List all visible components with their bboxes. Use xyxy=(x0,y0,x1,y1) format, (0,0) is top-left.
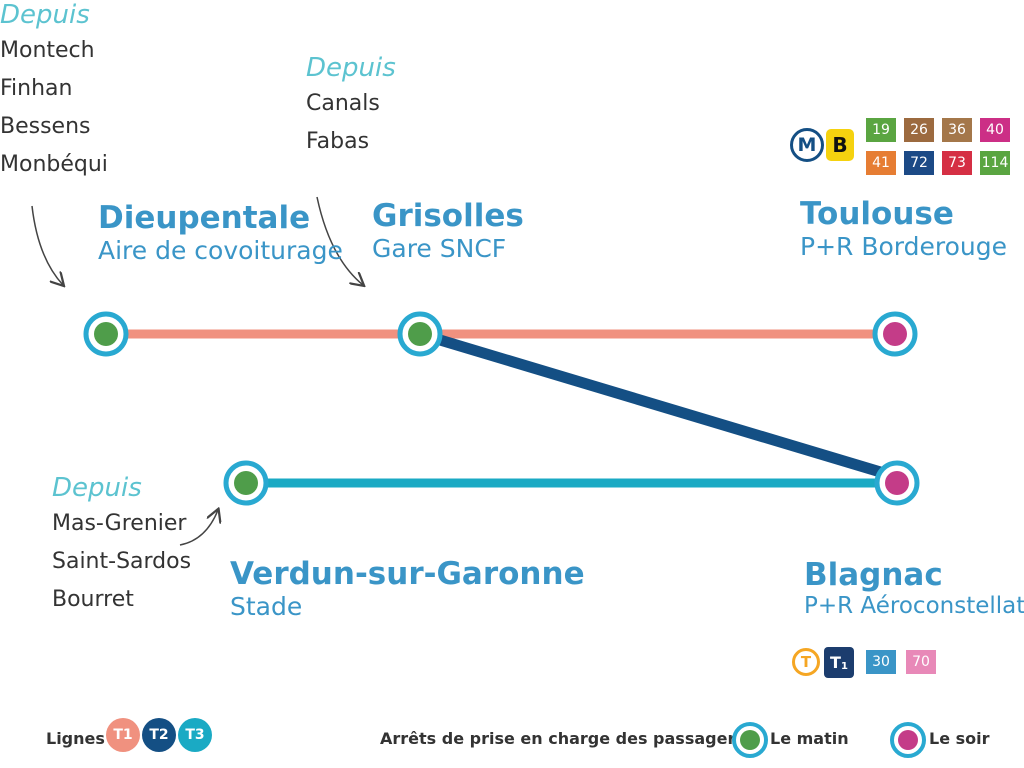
legend-line-t3: T3 xyxy=(178,718,212,752)
legend-evening-marker xyxy=(890,722,926,758)
bus-line-badge: 114 xyxy=(980,151,1010,175)
station-sub: Stade xyxy=(230,592,303,621)
legend-evening-label: Le soir xyxy=(929,729,990,748)
origin-town: Saint-Sardos xyxy=(52,549,192,574)
tram-line-subscript: 1 xyxy=(840,661,848,672)
station-name: Verdun-sur-Garonne xyxy=(230,556,585,592)
bus-line-badge: 41 xyxy=(866,151,896,175)
stop-marker-grisolles xyxy=(397,311,443,357)
station-grisolles: Grisolles Gare SNCF xyxy=(372,198,524,263)
origin-town: Monbéqui xyxy=(0,152,108,177)
station-name: Toulouse xyxy=(800,196,954,232)
station-dieupentale: Dieupentale Aire de covoiturage xyxy=(98,200,343,265)
arrow-verdun xyxy=(179,510,218,546)
station-sub: P+R Aéroconstellation xyxy=(804,593,1024,619)
bus-line-badge: 30 xyxy=(866,650,896,674)
bus-line-badge: 36 xyxy=(942,118,972,142)
depuis-label: Depuis xyxy=(52,473,142,503)
line-t2 xyxy=(418,328,899,483)
legend-line-t2: T2 xyxy=(142,718,176,752)
metro-line-label: B xyxy=(832,133,848,157)
stop-marker-dieupentale xyxy=(83,311,129,357)
metro-icon: M xyxy=(790,128,824,162)
metro-letter: M xyxy=(797,134,817,156)
station-sub: Aire de covoiturage xyxy=(98,236,343,265)
origin-town: Montech xyxy=(0,38,95,63)
stop-marker-toulouse xyxy=(872,311,918,357)
station-name: Dieupentale xyxy=(98,200,311,236)
origin-town: Bourret xyxy=(52,587,134,612)
origin-town: Mas-Grenier xyxy=(52,511,187,536)
legend-stops-label: Arrêts de prise en charge des passagers xyxy=(380,729,745,748)
station-sub: Gare SNCF xyxy=(372,234,507,263)
bus-line-badge: 26 xyxy=(904,118,934,142)
bus-line-badge: 40 xyxy=(980,118,1010,142)
station-name: Grisolles xyxy=(372,198,524,234)
stop-marker-blagnac xyxy=(874,460,920,506)
depuis-label: Depuis xyxy=(306,53,396,83)
bus-line-badge: 19 xyxy=(866,118,896,142)
bus-line-badge: 73 xyxy=(942,151,972,175)
arrow-dieupentale xyxy=(31,205,63,285)
station-verdun: Verdun-sur-Garonne Stade xyxy=(230,556,585,621)
legend-morning-marker xyxy=(732,722,768,758)
depuis-label: Depuis xyxy=(0,0,90,30)
legend-line-t1: T1 xyxy=(106,718,140,752)
arrow-grisolles xyxy=(316,196,363,285)
origin-town: Canals xyxy=(306,91,380,116)
legend-morning-label: Le matin xyxy=(770,729,849,748)
metro-line-b-badge: B xyxy=(826,129,854,161)
origin-town: Fabas xyxy=(306,129,370,154)
station-sub: P+R Borderouge xyxy=(800,232,1007,261)
legend-lines-label: Lignes xyxy=(46,729,105,748)
station-blagnac: Blagnac P+R Aéroconstellation xyxy=(804,557,1024,619)
station-toulouse: Toulouse P+R Borderouge xyxy=(800,196,1007,261)
bus-line-badge: 70 xyxy=(906,650,936,674)
tram-line-label: T xyxy=(830,653,841,672)
tram-letter: T xyxy=(800,653,812,671)
bus-line-badge: 72 xyxy=(904,151,934,175)
stop-marker-verdun xyxy=(223,460,269,506)
station-name: Blagnac xyxy=(804,557,943,593)
origin-town: Finhan xyxy=(0,76,73,101)
tram-icon: T xyxy=(792,648,820,676)
origin-town: Bessens xyxy=(0,114,91,139)
